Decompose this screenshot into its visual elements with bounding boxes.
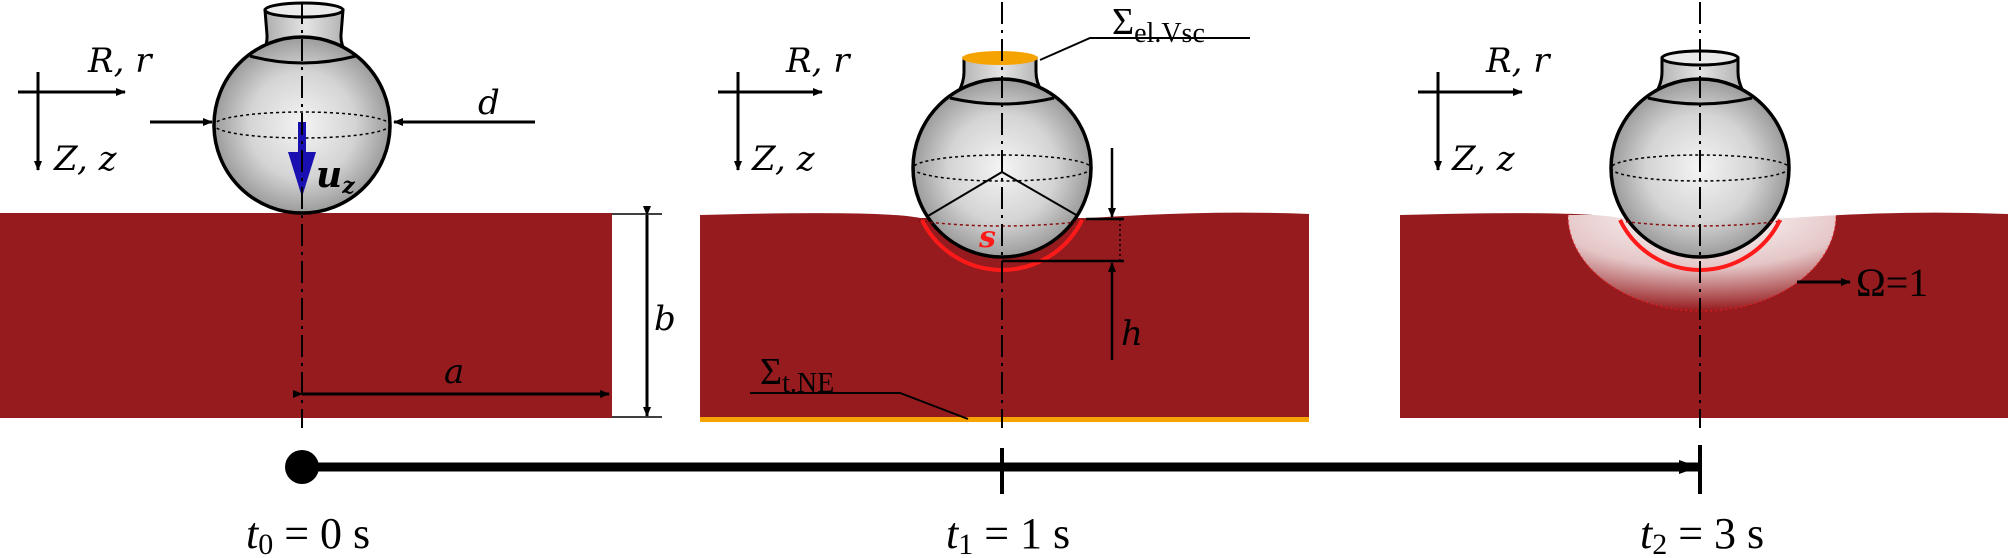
coord-r-label: R, r [87,41,153,81]
time-label-t2: t2 = 3 s [1640,509,1764,558]
indenter-ball [212,1,392,215]
substrate-block [0,213,612,418]
coord-r-label: R, r [785,41,851,81]
coordinate-axes [718,72,823,171]
panel-t0: R, r Z, z d uz a b [0,1,676,428]
displacement-label: uz [316,154,355,199]
substrate-block [700,212,1309,418]
dimension-b-gap [612,213,658,418]
sigma-el-vsc-label: Σel.Vsc [1112,1,1205,49]
coordinate-axes [18,72,126,171]
omega-label: Ω=1 [1856,260,1928,305]
time-label-t1: t1 = 1 s [946,509,1070,558]
boundary-sigma-t-ne [700,417,1309,422]
time-origin-dot [285,450,319,484]
sigma-t-ne-label: Σt.NE [760,351,834,399]
dimension-d-label: d [478,83,500,123]
coord-r-label: R, r [1485,41,1551,81]
substrate-block [1400,212,2008,418]
contact-label: s [978,220,996,255]
coord-z-label: Z, z [751,139,816,179]
dimension-a-label: a [444,352,464,392]
timeline: t0 = 0 s t1 = 1 s t2 = 3 s [246,445,1764,558]
coord-z-label: Z, z [1451,139,1516,179]
sigma-t-ne-leader [750,392,969,420]
panel-t2: R, r Z, z Ω=1 [1400,2,2008,428]
coordinate-axes [1418,72,1523,171]
coord-z-label: Z, z [53,139,118,179]
panel-t1: R, r Z, z s Σel.Vsc Σt.NE [700,1,1309,428]
time-label-t0: t0 = 0 s [246,509,370,558]
sigma-el-vsc-leader [1039,37,1250,61]
dimension-h-label: h [1121,314,1143,354]
dimension-h [1002,148,1124,360]
boundary-sigma-el-vsc [962,51,1038,65]
dimension-b-label: b [654,299,676,339]
